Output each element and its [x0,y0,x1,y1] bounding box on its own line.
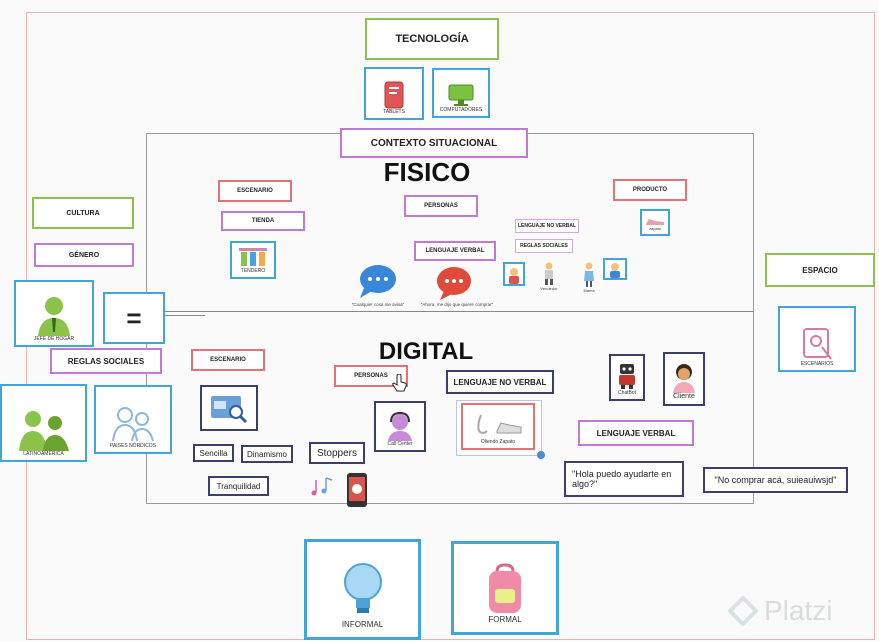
tienda-card: TENDERO [230,241,276,279]
tranquilidad-tag: Tranquilidad [208,476,269,496]
fisico-person-4 [603,258,627,280]
fisico-tienda-label: TIENDA [221,211,305,231]
fisico-person-2: Vendedor [537,262,561,298]
digital-escenario-label: ESCENARIO [191,349,265,371]
oliendo-card: Oliendo Zapato [461,403,535,450]
sencilla-tag: Sencilla [193,444,234,462]
digital-title: DIGITAL [378,338,474,365]
stoppers-tag: Stoppers [309,442,365,464]
person-icon [610,263,620,278]
red-speech-bubble-icon [437,267,471,300]
divider-line [146,311,754,312]
fisico-lenguaje-verbal-label: LENGUAJE VERBAL [414,241,496,261]
digital-quote-2: "No comprar acá, suieauiwsjd" [703,467,848,493]
phone-icon [347,473,367,507]
digital-lenguaje-no-verbal-label: LENGUAJE NO VERBAL [446,370,554,394]
chatbot-card: ChatBot [609,354,645,401]
tecnologia-label: TECNOLOGÍA [365,18,499,60]
latin-people-icon [18,411,69,451]
genero-label: GÉNERO [34,243,134,267]
tablet-icon [384,81,404,109]
shopkeeper-icon [239,248,267,266]
platzi-logo-icon [728,596,758,626]
digital-lenguaje-verbal-label: LENGUAJE VERBAL [578,420,694,446]
shoe-icon [646,219,664,225]
chatbot-caption: ChatBot [617,390,637,396]
dinamismo-tag: Dinamismo [241,445,293,463]
cursor-hand-icon [392,374,407,392]
tienda-caption: TENDERO [240,268,266,274]
jefe-card: JEFE DE HOGAR [14,280,94,347]
browser-search-icon [211,396,248,424]
jefe-caption: JEFE DE HOGAR [33,336,75,342]
equals-box: = [103,292,165,344]
latam-caption: LATINOAMÉRICA [23,451,64,457]
selection-handle[interactable] [537,451,545,459]
cultura-label: CULTURA [32,197,134,229]
informal-card: INFORMAL [304,539,421,640]
computador-caption: COMPUTADORES [439,107,483,113]
espacio-label: ESPACIO [765,253,875,287]
digital-quote-1: "Hola puedo ayudarte en algo?" [564,461,684,497]
fisico-figure-2-caption: Vendedor [540,286,558,291]
client-icon [673,364,695,393]
fisico-escenario-label: ESCENARIO [218,180,292,202]
digital-personas-label: PERSONAS [334,365,408,387]
escenarios-caption: ESCENARIOS [800,361,834,367]
oliendo-caption: Oliendo Zapato [480,439,516,445]
call-center-card: Call Center [374,401,426,452]
formal-card: FORMAL [451,541,559,635]
tablet-card: TABLETS [364,67,424,120]
producto-label: PRODUCTO [613,179,687,201]
tablet-caption: TABLETS [383,109,405,115]
mother-icon [584,262,594,287]
escenarios-card: ESCENARIOS [778,306,856,372]
nordicos-caption: PAISES NÓRDICOS [109,443,157,449]
nose-shoe-icon [477,414,522,434]
music-notes-icon [311,477,333,496]
seller-icon [545,262,553,285]
call-center-caption: Call Center [387,441,413,447]
fisico-figure-3-caption: Mamá [583,288,595,293]
call-center-agent-icon [388,411,412,441]
backpack-icon [489,563,521,613]
latam-card: LATINOAMÉRICA [0,384,87,462]
monitor-icon [448,84,474,106]
blue-speech-bubble-icon [360,265,396,298]
fisico-person-1 [503,262,525,286]
fisico-personas-label: PERSONAS [404,195,478,217]
formal-caption: FORMAL [488,615,522,624]
platzi-watermark: Platzi [728,588,878,634]
digital-escenario-card [200,385,258,431]
nordic-people-icon [112,407,154,442]
informal-caption: INFORMAL [341,620,384,629]
cliente-card: Cliente [663,352,705,406]
platzi-wordmark: Platzi [764,595,833,626]
fisico-quote-2: "Ahora, me dijo que quiere comprar" [420,302,494,307]
scenario-device-icon [803,328,832,360]
person-icon [509,268,519,284]
equals-link-line [165,315,205,316]
robot-icon [619,364,635,389]
fisico-reglas-sociales-label: REGLAS SOCIALES [515,239,573,253]
head-of-household-icon [38,297,70,336]
contexto-label: CONTEXTO SITUACIONAL [340,128,528,158]
fisico-person-3: Mamá [579,262,599,300]
fisico-quote-1: "Cualquier cosa me avisa" [351,302,405,307]
cliente-caption: Cliente [673,393,695,400]
computador-card: COMPUTADORES [432,68,490,118]
reglas-sociales-label: REGLAS SOCIALES [50,348,162,374]
nordicos-card: PAISES NÓRDICOS [94,385,172,454]
fisico-title: FISICO [383,156,471,187]
lightbulb-icon [343,563,382,613]
producto-card: zapato [640,209,670,236]
producto-caption: zapato [648,226,661,231]
fisico-lenguaje-no-verbal-label: LENGUAJE NO VERBAL [515,219,579,233]
